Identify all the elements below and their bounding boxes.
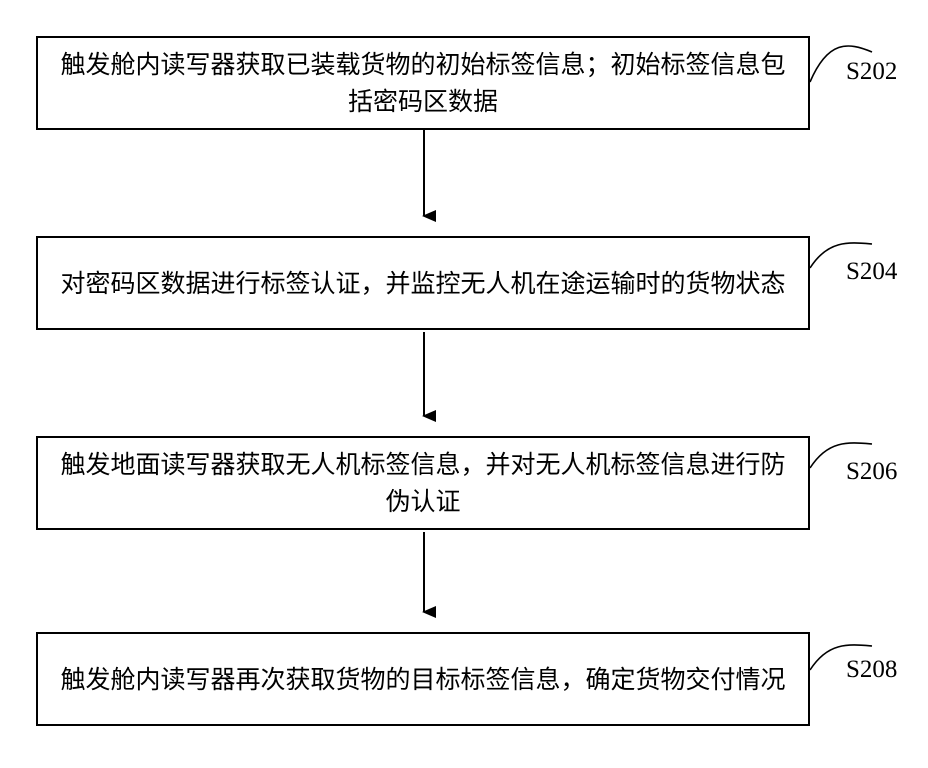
step-box-s206: 触发地面读写器获取无人机标签信息，并对无人机标签信息进行防伪认证 bbox=[36, 436, 810, 530]
step-box-s204: 对密码区数据进行标签认证，并监控无人机在途运输时的货物状态 bbox=[36, 236, 810, 330]
step-label: S208 bbox=[846, 656, 897, 684]
step-box-s202: 触发舱内读写器获取已装载货物的初始标签信息；初始标签信息包括密码区数据 bbox=[36, 36, 810, 130]
step-text: 对密码区数据进行标签认证，并监控无人机在途运输时的货物状态 bbox=[53, 265, 793, 302]
step-box-s208: 触发舱内读写器再次获取货物的目标标签信息，确定货物交付情况 bbox=[36, 632, 810, 726]
step-label: S206 bbox=[846, 458, 897, 486]
step-label: S204 bbox=[846, 258, 897, 286]
step-text: 触发舱内读写器获取已装载货物的初始标签信息；初始标签信息包括密码区数据 bbox=[53, 46, 793, 120]
step-text: 触发地面读写器获取无人机标签信息，并对无人机标签信息进行防伪认证 bbox=[53, 446, 793, 520]
step-text: 触发舱内读写器再次获取货物的目标标签信息，确定货物交付情况 bbox=[53, 661, 793, 698]
step-label: S202 bbox=[846, 58, 897, 86]
